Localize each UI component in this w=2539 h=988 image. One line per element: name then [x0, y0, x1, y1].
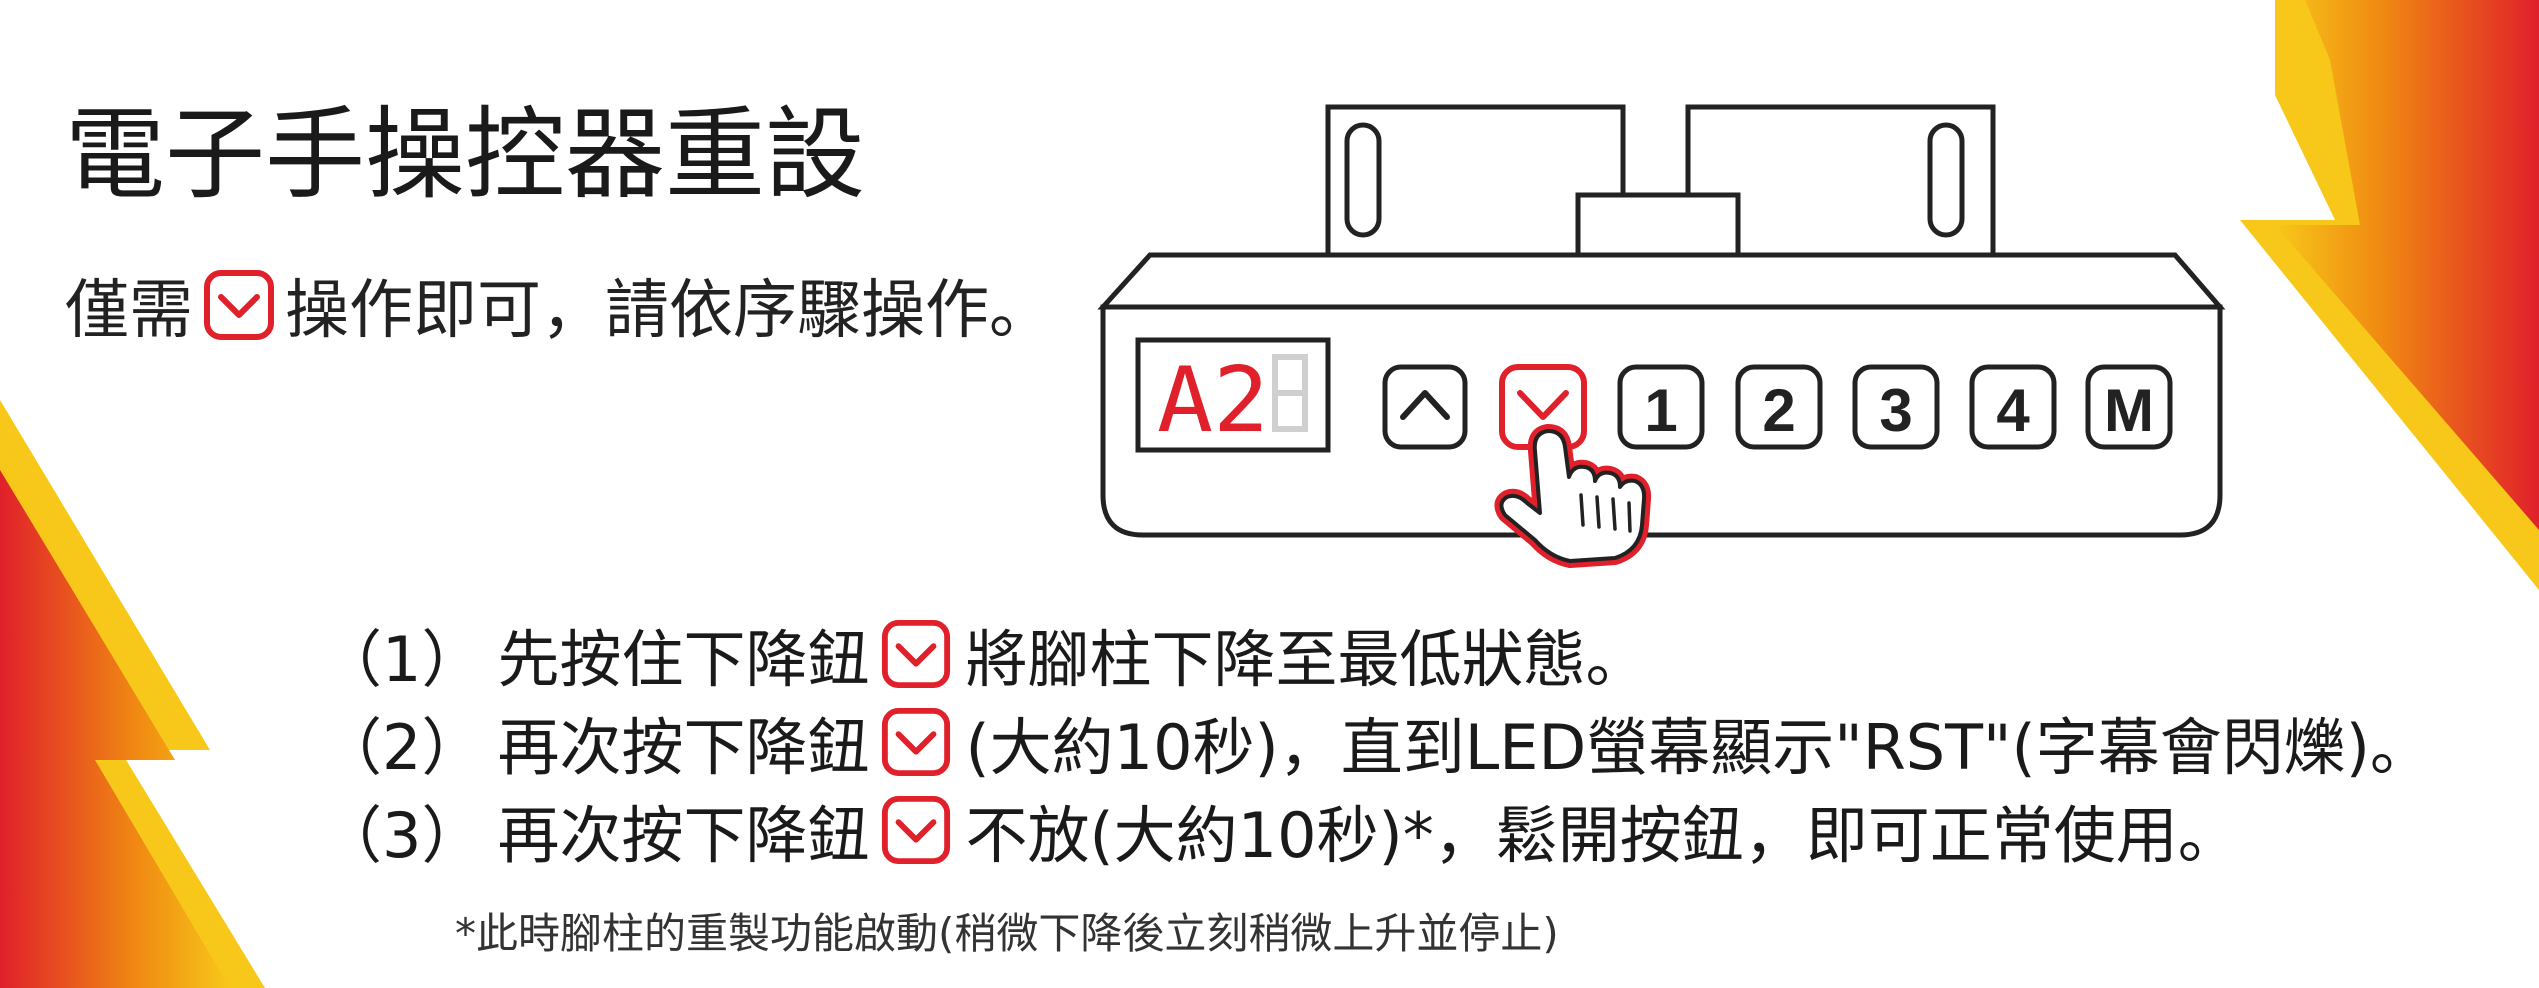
step-text-after: 將腳柱下降至最低狀態。 — [965, 623, 1648, 696]
controller-top — [1097, 252, 2226, 310]
svg-text:3: 3 — [1879, 377, 1912, 444]
step-3: （3） 再次按下降鈕 不放(大約10秒)*，鬆開按鈕，即可正常使用。 — [320, 786, 2432, 874]
step-text-before: 再次按下降鈕 — [497, 799, 870, 872]
step-text-before: 再次按下降鈕 — [497, 711, 870, 784]
led-display-text: A2 — [1157, 348, 1269, 453]
memory-button-3: 3 — [1852, 364, 1940, 450]
step-text-after: (大約10秒)，直到LED螢幕顯示"RST"(字幕會閃爍)。 — [965, 711, 2432, 784]
step-text-before: 先按住下降鈕 — [497, 623, 870, 696]
step-1: （1） 先按住下降鈕 將腳柱下降至最低狀態。 — [320, 610, 2432, 698]
right-corner-gradient — [2275, 0, 2539, 530]
down-arrow-button-icon — [204, 270, 274, 340]
down-arrow-button-icon — [882, 707, 951, 777]
hand-controller-illustration: A2 1 2 3 4 M — [1097, 104, 2226, 568]
left-corner-gradient — [0, 470, 230, 988]
subtitle-after: 操作即可，請依序驟操作。 — [285, 274, 1053, 348]
right-slot — [1927, 122, 1965, 238]
subtitle-before: 僅需 — [65, 274, 193, 348]
step-number: （2） — [320, 711, 484, 784]
memory-button-m: M — [2085, 364, 2173, 450]
instruction-steps: （1） 先按住下降鈕 將腳柱下降至最低狀態。 （2） 再次按下降鈕 (大約10秒… — [320, 610, 2432, 874]
svg-text:M: M — [2104, 377, 2154, 444]
svg-text:4: 4 — [1996, 377, 2030, 444]
memory-button-2: 2 — [1735, 364, 1823, 450]
svg-text:1: 1 — [1644, 377, 1677, 444]
up-arrow-button-icon — [1382, 364, 1468, 450]
step-2: （2） 再次按下降鈕 (大約10秒)，直到LED螢幕顯示"RST"(字幕會閃爍)… — [320, 698, 2432, 786]
subtitle: 僅需 操作即可，請依序驟操作。 — [65, 265, 1053, 348]
down-arrow-button-icon — [882, 619, 951, 689]
footnote: *此時腳柱的重製功能啟動(稍微下降後立刻稍微上升並停止) — [455, 909, 1559, 958]
step-number: （3） — [320, 799, 484, 872]
step-text-after: 不放(大約10秒)*，鬆開按鈕，即可正常使用。 — [965, 799, 2240, 872]
led-ghost-digit — [1272, 354, 1308, 432]
down-arrow-button-icon — [882, 795, 951, 865]
memory-button-1: 1 — [1617, 364, 1705, 450]
page-title: 電子手操控器重設 — [65, 96, 865, 213]
memory-button-4: 4 — [1969, 364, 2057, 450]
left-slot — [1344, 122, 1382, 238]
step-number: （1） — [320, 623, 484, 696]
svg-text:2: 2 — [1762, 377, 1795, 444]
pointing-hand-icon — [1494, 424, 1652, 568]
